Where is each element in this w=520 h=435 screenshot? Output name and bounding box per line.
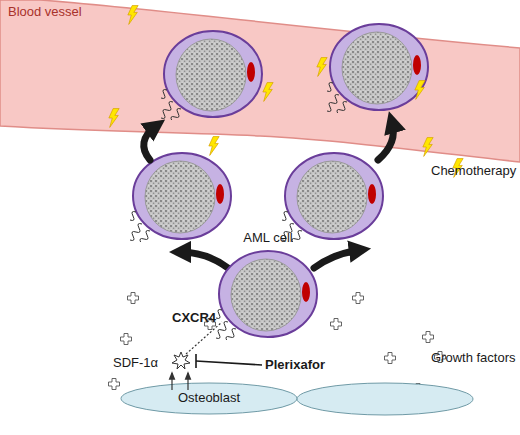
drug-label: Plerixafor (265, 357, 325, 372)
aml-cell-in-vessel (155, 31, 262, 121)
node-text: AML cell (216, 230, 320, 245)
migration-arrows (144, 122, 394, 268)
inhibition-line (196, 354, 262, 368)
secretion-arrows (172, 373, 188, 390)
chemotherapy-label: Chemotherapy (431, 163, 516, 178)
migrating-aml-cell (276, 153, 383, 243)
growth-factor-label: Growth factors (431, 350, 516, 365)
aml-cell-in-vessel (321, 24, 428, 114)
osteoblast: Osteoblast (120, 382, 298, 415)
cell-outline (216, 248, 320, 340)
node-text: Osteoblast (120, 390, 298, 405)
aml-cell: AML cell (216, 248, 320, 340)
migrating-aml-cell (124, 153, 231, 243)
sdf1-star (172, 352, 190, 369)
ligand-label: SDF-1α (113, 355, 158, 370)
receptor-label: CXCR4 (172, 310, 216, 325)
node-text: Blood vessel (8, 4, 82, 19)
chemotherapy-bolts (109, 6, 463, 178)
osteoblast-shape (297, 383, 473, 415)
